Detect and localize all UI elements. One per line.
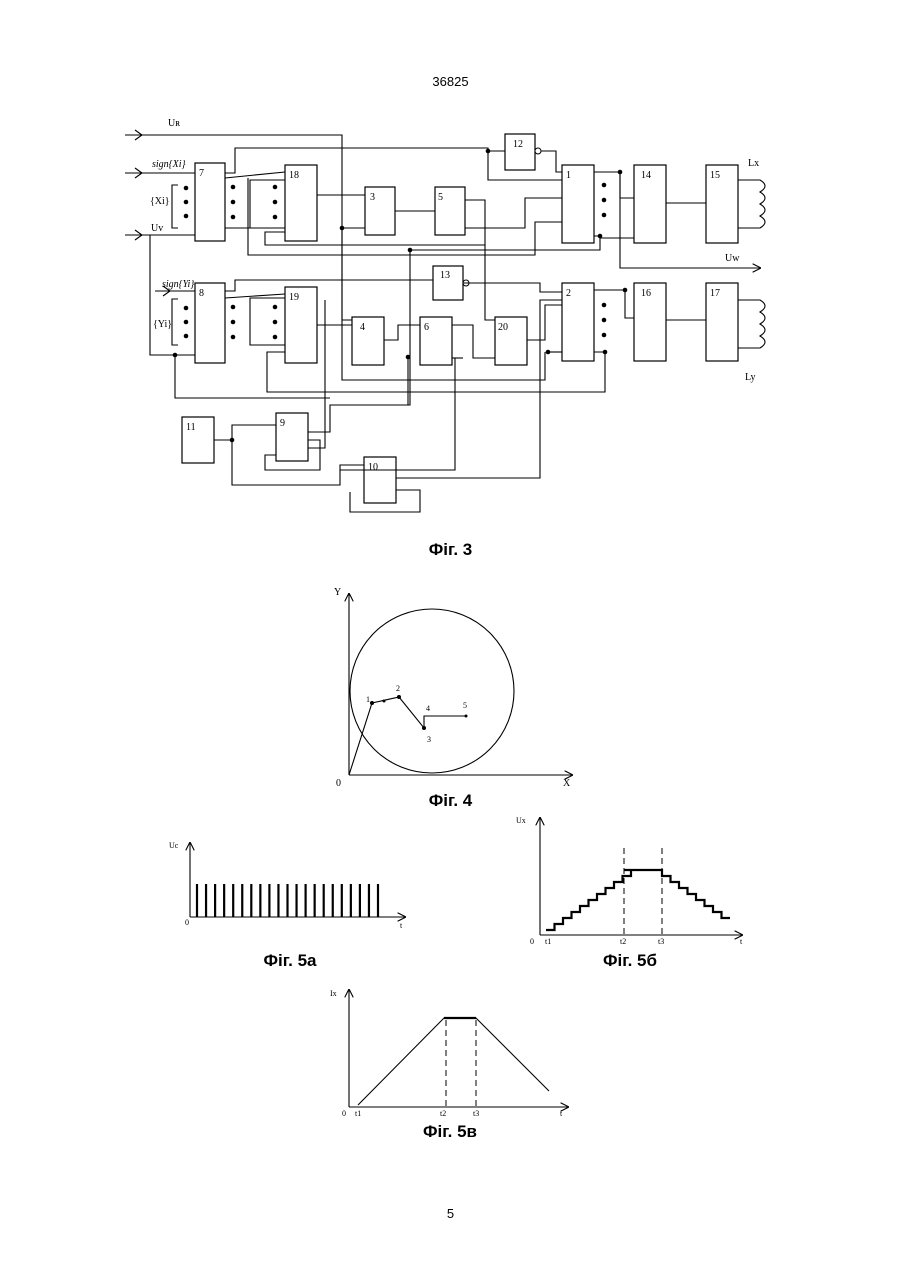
svg-text:10: 10: [368, 462, 378, 473]
input-signx-arrow: [125, 168, 142, 178]
label-xi: {Xi}: [150, 196, 170, 207]
svg-text:0: 0: [342, 1109, 346, 1118]
svg-text:5: 5: [463, 701, 467, 710]
fig5b-caption: Фiг. 5б: [540, 951, 720, 971]
svg-text:t3: t3: [658, 937, 664, 946]
svg-text:t: t: [400, 921, 403, 930]
input-ur-arrow: [125, 130, 142, 140]
svg-text:2: 2: [566, 288, 571, 299]
label-lx: Lx: [748, 158, 759, 169]
label-ly: Ly: [745, 372, 756, 383]
label-uv: Uv: [151, 223, 163, 234]
svg-text:20: 20: [498, 322, 508, 333]
svg-text:3: 3: [427, 735, 431, 744]
svg-text:6: 6: [424, 322, 429, 333]
svg-text:t3: t3: [473, 1109, 479, 1118]
fig4-caption: Фiг. 4: [0, 791, 901, 811]
block-4: [352, 317, 384, 365]
fig5a-pulses: [197, 884, 378, 917]
fig4-trajectory-plot: Y X 0 1 2 3 4 5: [334, 587, 572, 789]
fig4-circle: [350, 609, 514, 773]
svg-text:17: 17: [710, 288, 720, 299]
fig5b-staircase: [546, 870, 730, 930]
svg-text:t: t: [740, 937, 743, 946]
fig4-x-label: X: [563, 778, 571, 789]
fig5c-caption: Фiг. 5в: [360, 1122, 540, 1142]
fig4-y-label: Y: [334, 587, 341, 598]
fig4-origin: 0: [336, 778, 341, 789]
svg-text:t1: t1: [355, 1109, 361, 1118]
svg-text:8: 8: [199, 288, 204, 299]
fig5b-staircase-plot: Ux 0 t1 t2 t3 t: [516, 816, 743, 946]
svg-text:0: 0: [185, 918, 189, 927]
svg-text:16: 16: [641, 288, 651, 299]
label-sign-x: sign{Xi}: [152, 159, 186, 170]
fig5a-caption: Фiг. 5а: [200, 951, 380, 971]
input-uv-arrow: [125, 230, 142, 240]
svg-text:4: 4: [426, 704, 430, 713]
label-uw: Uw: [725, 253, 740, 264]
fig5c-trapezoid: [358, 1018, 549, 1105]
fig5a-pulse-plot: Uc 0 t: [169, 841, 405, 930]
svg-text:12: 12: [513, 139, 523, 150]
svg-text:14: 14: [641, 170, 651, 181]
svg-text:19: 19: [289, 292, 299, 303]
svg-text:5: 5: [438, 192, 443, 203]
fig3-caption: Фiг. 3: [0, 540, 901, 560]
svg-text:0: 0: [530, 937, 534, 946]
fig3-block-diagram: Uʀ sign{Xi} {Xi} Uv sign{Yi} {Yi} Uw Lx …: [125, 118, 765, 512]
fig5c-trapezoid-plot: Ix 0 t1 t2 t3 t: [330, 989, 568, 1118]
svg-text:t2: t2: [440, 1109, 446, 1118]
page-footer-number: 5: [0, 1206, 901, 1221]
svg-text:2: 2: [396, 684, 400, 693]
svg-text:4: 4: [360, 322, 365, 333]
svg-text:Ix: Ix: [330, 989, 337, 998]
label-ur: Uʀ: [168, 118, 180, 129]
svg-text:7: 7: [199, 168, 204, 179]
svg-text:13: 13: [440, 270, 450, 281]
svg-text:Ux: Ux: [516, 816, 526, 825]
label-sign-y: sign{Yi}: [162, 279, 194, 290]
svg-text:9: 9: [280, 418, 285, 429]
svg-text:1: 1: [566, 170, 571, 181]
svg-text:3: 3: [370, 192, 375, 203]
label-yi: {Yi}: [153, 319, 172, 330]
svg-text:11: 11: [186, 422, 196, 433]
svg-text:t: t: [560, 1109, 563, 1118]
svg-text:t1: t1: [545, 937, 551, 946]
svg-text:1: 1: [366, 695, 370, 704]
fig4-path: [349, 697, 466, 775]
svg-text:Uc: Uc: [169, 841, 179, 850]
svg-text:15: 15: [710, 170, 720, 181]
svg-text:18: 18: [289, 170, 299, 181]
svg-text:t2: t2: [620, 937, 626, 946]
